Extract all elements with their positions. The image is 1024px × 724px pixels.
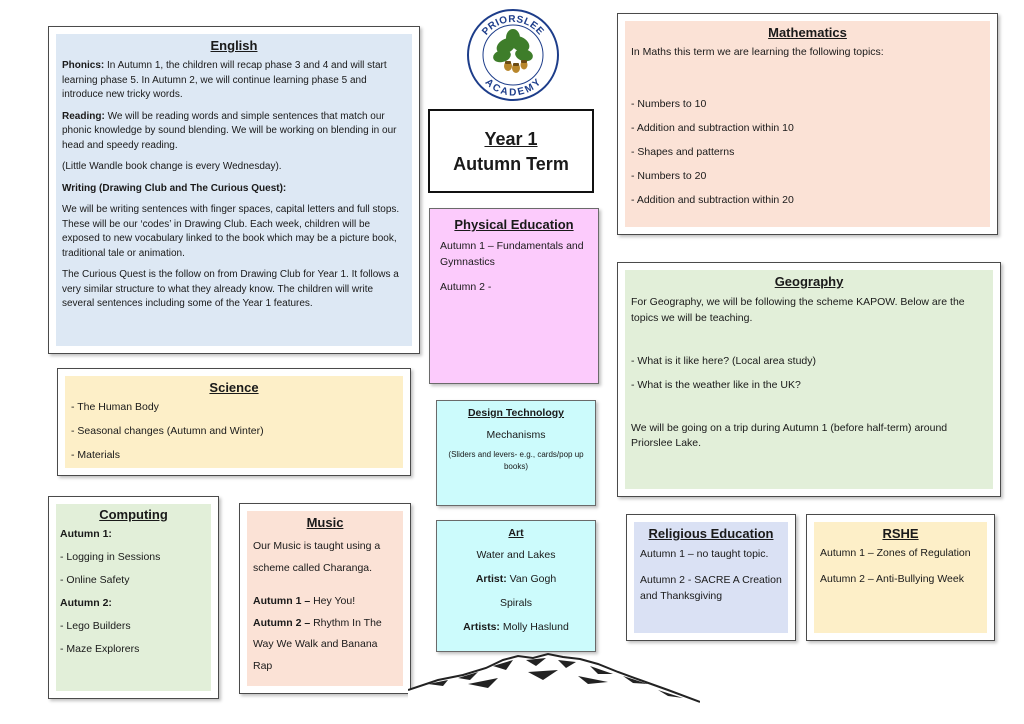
re-panel: Religious Education Autumn 1 – no taught… (626, 514, 796, 641)
re-title: Religious Education (648, 526, 774, 541)
english-book-change: (Little Wandle book change is every Wedn… (62, 161, 282, 172)
rshe-panel: RSHE Autumn 1 – Zones of Regulation Autu… (806, 514, 995, 641)
maths-item: - Addition and subtraction within 10 (631, 122, 794, 134)
art-topic2: Spirals (499, 597, 533, 609)
science-item: - Seasonal changes (Autumn and Winter) (71, 425, 264, 437)
art-artist1: Artist: Van Gogh (475, 573, 557, 585)
dt-title: Design Technology (467, 407, 565, 419)
year-title: Year 1 (484, 129, 538, 149)
dt-panel: Design Technology Mechanisms (Sliders an… (436, 400, 596, 506)
computing-panel: Computing Autumn 1: - Logging in Session… (48, 496, 219, 699)
geography-trip: We will be going on a trip during Autumn… (631, 421, 948, 450)
pe-panel: Physical Education Autumn 1 – Fundamenta… (429, 208, 599, 384)
computing-autumn2-label: Autumn 2: (60, 597, 112, 609)
computing-autumn1-label: Autumn 1: (60, 528, 112, 540)
english-writing-label: Writing (Drawing Club and The Curious Qu… (62, 182, 287, 194)
re-autumn1: Autumn 1 – no taught topic. (640, 548, 769, 560)
maths-item: - Numbers to 10 (631, 98, 707, 110)
geography-item: - What is it like here? (Local area stud… (631, 354, 816, 367)
science-item: - The Human Body (71, 401, 159, 413)
music-title: Music (306, 515, 344, 530)
english-title: English (210, 38, 258, 53)
geography-item: - What is the weather like in the UK? (631, 378, 801, 391)
english-writing-text1: We will be writing sentences with finger… (62, 204, 400, 259)
year-term-heading: Year 1 Autumn Term (428, 109, 594, 193)
art-artist2: Artists: Molly Haslund (463, 621, 569, 633)
computing-item: - Maze Explorers (60, 643, 140, 655)
geography-title: Geography (774, 274, 844, 289)
music-autumn2: Autumn 2 – Rhythm In The Way We Walk and… (253, 616, 382, 672)
computing-item: - Lego Builders (60, 620, 131, 632)
geography-panel: Geography For Geography, we will be foll… (617, 262, 1001, 497)
science-title: Science (209, 380, 259, 395)
maths-item: - Numbers to 20 (631, 170, 707, 182)
art-topic1: Water and Lakes (476, 549, 556, 561)
music-panel: Music Our Music is taught using a scheme… (239, 503, 411, 694)
english-phonics: Phonics: In Autumn 1, the children will … (62, 60, 387, 100)
english-writing-text2: The Curious Quest is the follow on from … (62, 269, 399, 309)
maths-panel: Mathematics In Maths this term we are le… (617, 13, 998, 235)
pe-autumn1: Autumn 1 – Fundamentals and Gymnastics (440, 240, 584, 269)
maths-item: - Addition and subtraction within 20 (631, 194, 794, 206)
english-panel: English Phonics: In Autumn 1, the childr… (48, 26, 420, 354)
rshe-autumn1: Autumn 1 – Zones of Regulation (820, 547, 971, 559)
computing-item: - Logging in Sessions (60, 551, 161, 563)
music-intro: Our Music is taught using a scheme calle… (253, 540, 381, 574)
english-reading: Reading: We will be reading words and si… (62, 110, 397, 151)
term-title: Autumn Term (453, 154, 569, 174)
rshe-title: RSHE (882, 526, 919, 541)
art-title: Art (508, 527, 524, 539)
science-item: - Materials (71, 449, 121, 461)
maths-title: Mathematics (768, 25, 847, 40)
science-panel: Science - The Human Body - Seasonal chan… (57, 368, 411, 476)
pe-autumn2: Autumn 2 - (440, 280, 492, 293)
computing-item: - Online Safety (60, 574, 130, 586)
maths-intro: In Maths this term we are learning the f… (631, 46, 884, 58)
school-logo: PRIORSLEE ACADEMY (467, 9, 559, 101)
geography-intro: For Geography, we will be following the … (631, 296, 965, 324)
maths-item: - Shapes and patterns (631, 146, 735, 158)
pe-title: Physical Education (454, 217, 574, 232)
dt-detail: (Sliders and levers- e.g., cards/pop up … (448, 450, 584, 471)
computing-title: Computing (99, 507, 168, 522)
mountain-illustration (408, 652, 700, 710)
rshe-autumn2: Autumn 2 – Anti-Bullying Week (820, 573, 964, 585)
music-autumn1: Autumn 1 – Hey You! (253, 595, 356, 608)
dt-topic: Mechanisms (486, 429, 546, 441)
re-autumn2: Autumn 2 - SACRE A Creation and Thanksgi… (640, 573, 782, 602)
art-panel: Art Water and Lakes Artist: Van Gogh Spi… (436, 520, 596, 652)
